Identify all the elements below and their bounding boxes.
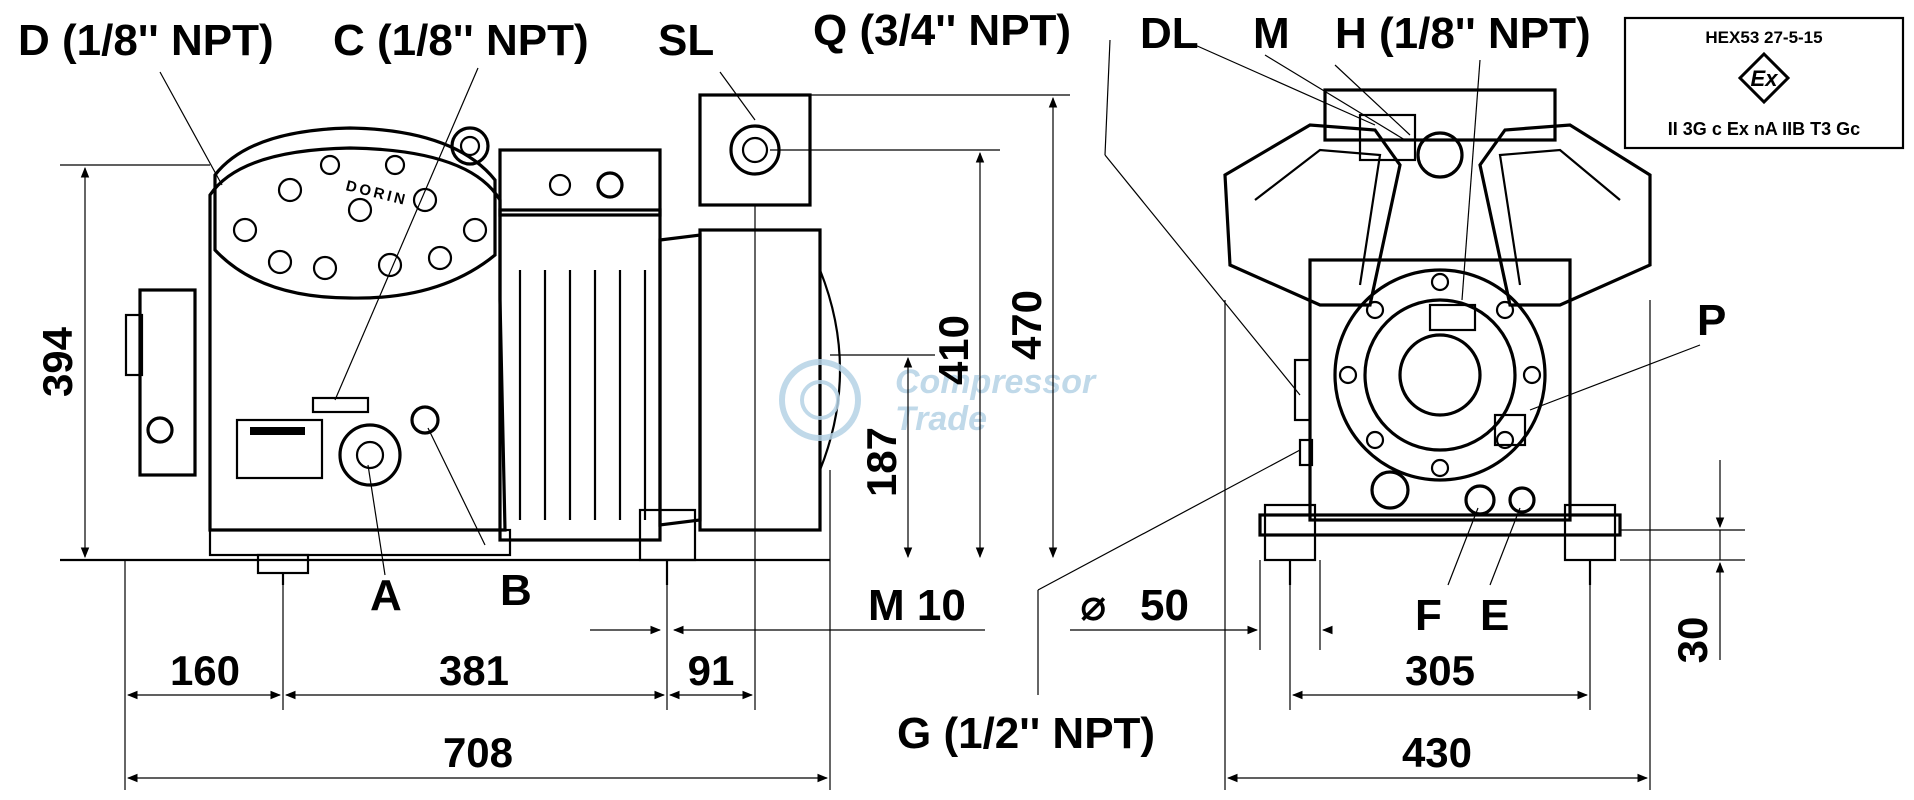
flange-bolts <box>1338 272 1542 478</box>
leader-lines <box>159 39 1701 695</box>
dim-187: 187 <box>858 427 905 497</box>
dim-160: 160 <box>170 647 240 694</box>
label-d: D (1/8'' NPT) <box>18 16 274 65</box>
label-p: P <box>1697 296 1726 345</box>
ex-marking-box: HEX53 27-5-15 Ex II 3G c Ex nA IIB T3 Gc <box>1623 16 1905 150</box>
front-view <box>1223 88 1652 585</box>
label-q: Q (3/4'' NPT) <box>813 6 1071 55</box>
label-a: A <box>370 571 402 620</box>
dim-394: 394 <box>34 326 81 397</box>
dim-708: 708 <box>443 729 513 776</box>
dim-30: 30 <box>1669 617 1716 664</box>
dim-91: 91 <box>688 647 735 694</box>
label-e: E <box>1480 591 1509 640</box>
label-f: F <box>1415 591 1442 640</box>
motor-fins <box>518 270 647 520</box>
casting-brand: DORIN <box>344 177 410 209</box>
dimension-values: 394 410 470 187 160 381 91 708 305 430 3… <box>34 290 1716 776</box>
diameter-value: 50 <box>1140 581 1189 630</box>
dim-470: 470 <box>1003 290 1050 360</box>
side-view: DORIN <box>60 93 842 585</box>
label-h: H (1/8'' NPT) <box>1335 9 1591 58</box>
dim-381: 381 <box>439 647 509 694</box>
label-b: B <box>500 566 532 615</box>
callout-labels: D (1/8'' NPT) C (1/8'' NPT) SL Q (3/4'' … <box>18 6 1726 758</box>
label-dl: DL <box>1140 9 1199 58</box>
label-m10: M 10 <box>868 581 966 630</box>
ex-symbol: Ex <box>1751 66 1779 91</box>
label-c: C (1/8'' NPT) <box>333 16 589 65</box>
dim-430: 430 <box>1402 729 1472 776</box>
watermark-line1: Compressor <box>895 363 1097 401</box>
head-bolts <box>232 154 488 281</box>
dim-410: 410 <box>930 315 977 385</box>
dimension-lines <box>60 94 1745 790</box>
dim-305: 305 <box>1405 647 1475 694</box>
watermark-line2: Trade <box>895 400 987 438</box>
label-sl: SL <box>658 16 714 65</box>
label-g: G (1/2'' NPT) <box>897 709 1155 758</box>
ex-code: HEX53 27-5-15 <box>1705 28 1822 47</box>
diameter-symbol: ⌀ <box>1080 581 1107 630</box>
ex-marking: II 3G c Ex nA IIB T3 Gc <box>1668 119 1860 139</box>
label-m: M <box>1253 9 1290 58</box>
